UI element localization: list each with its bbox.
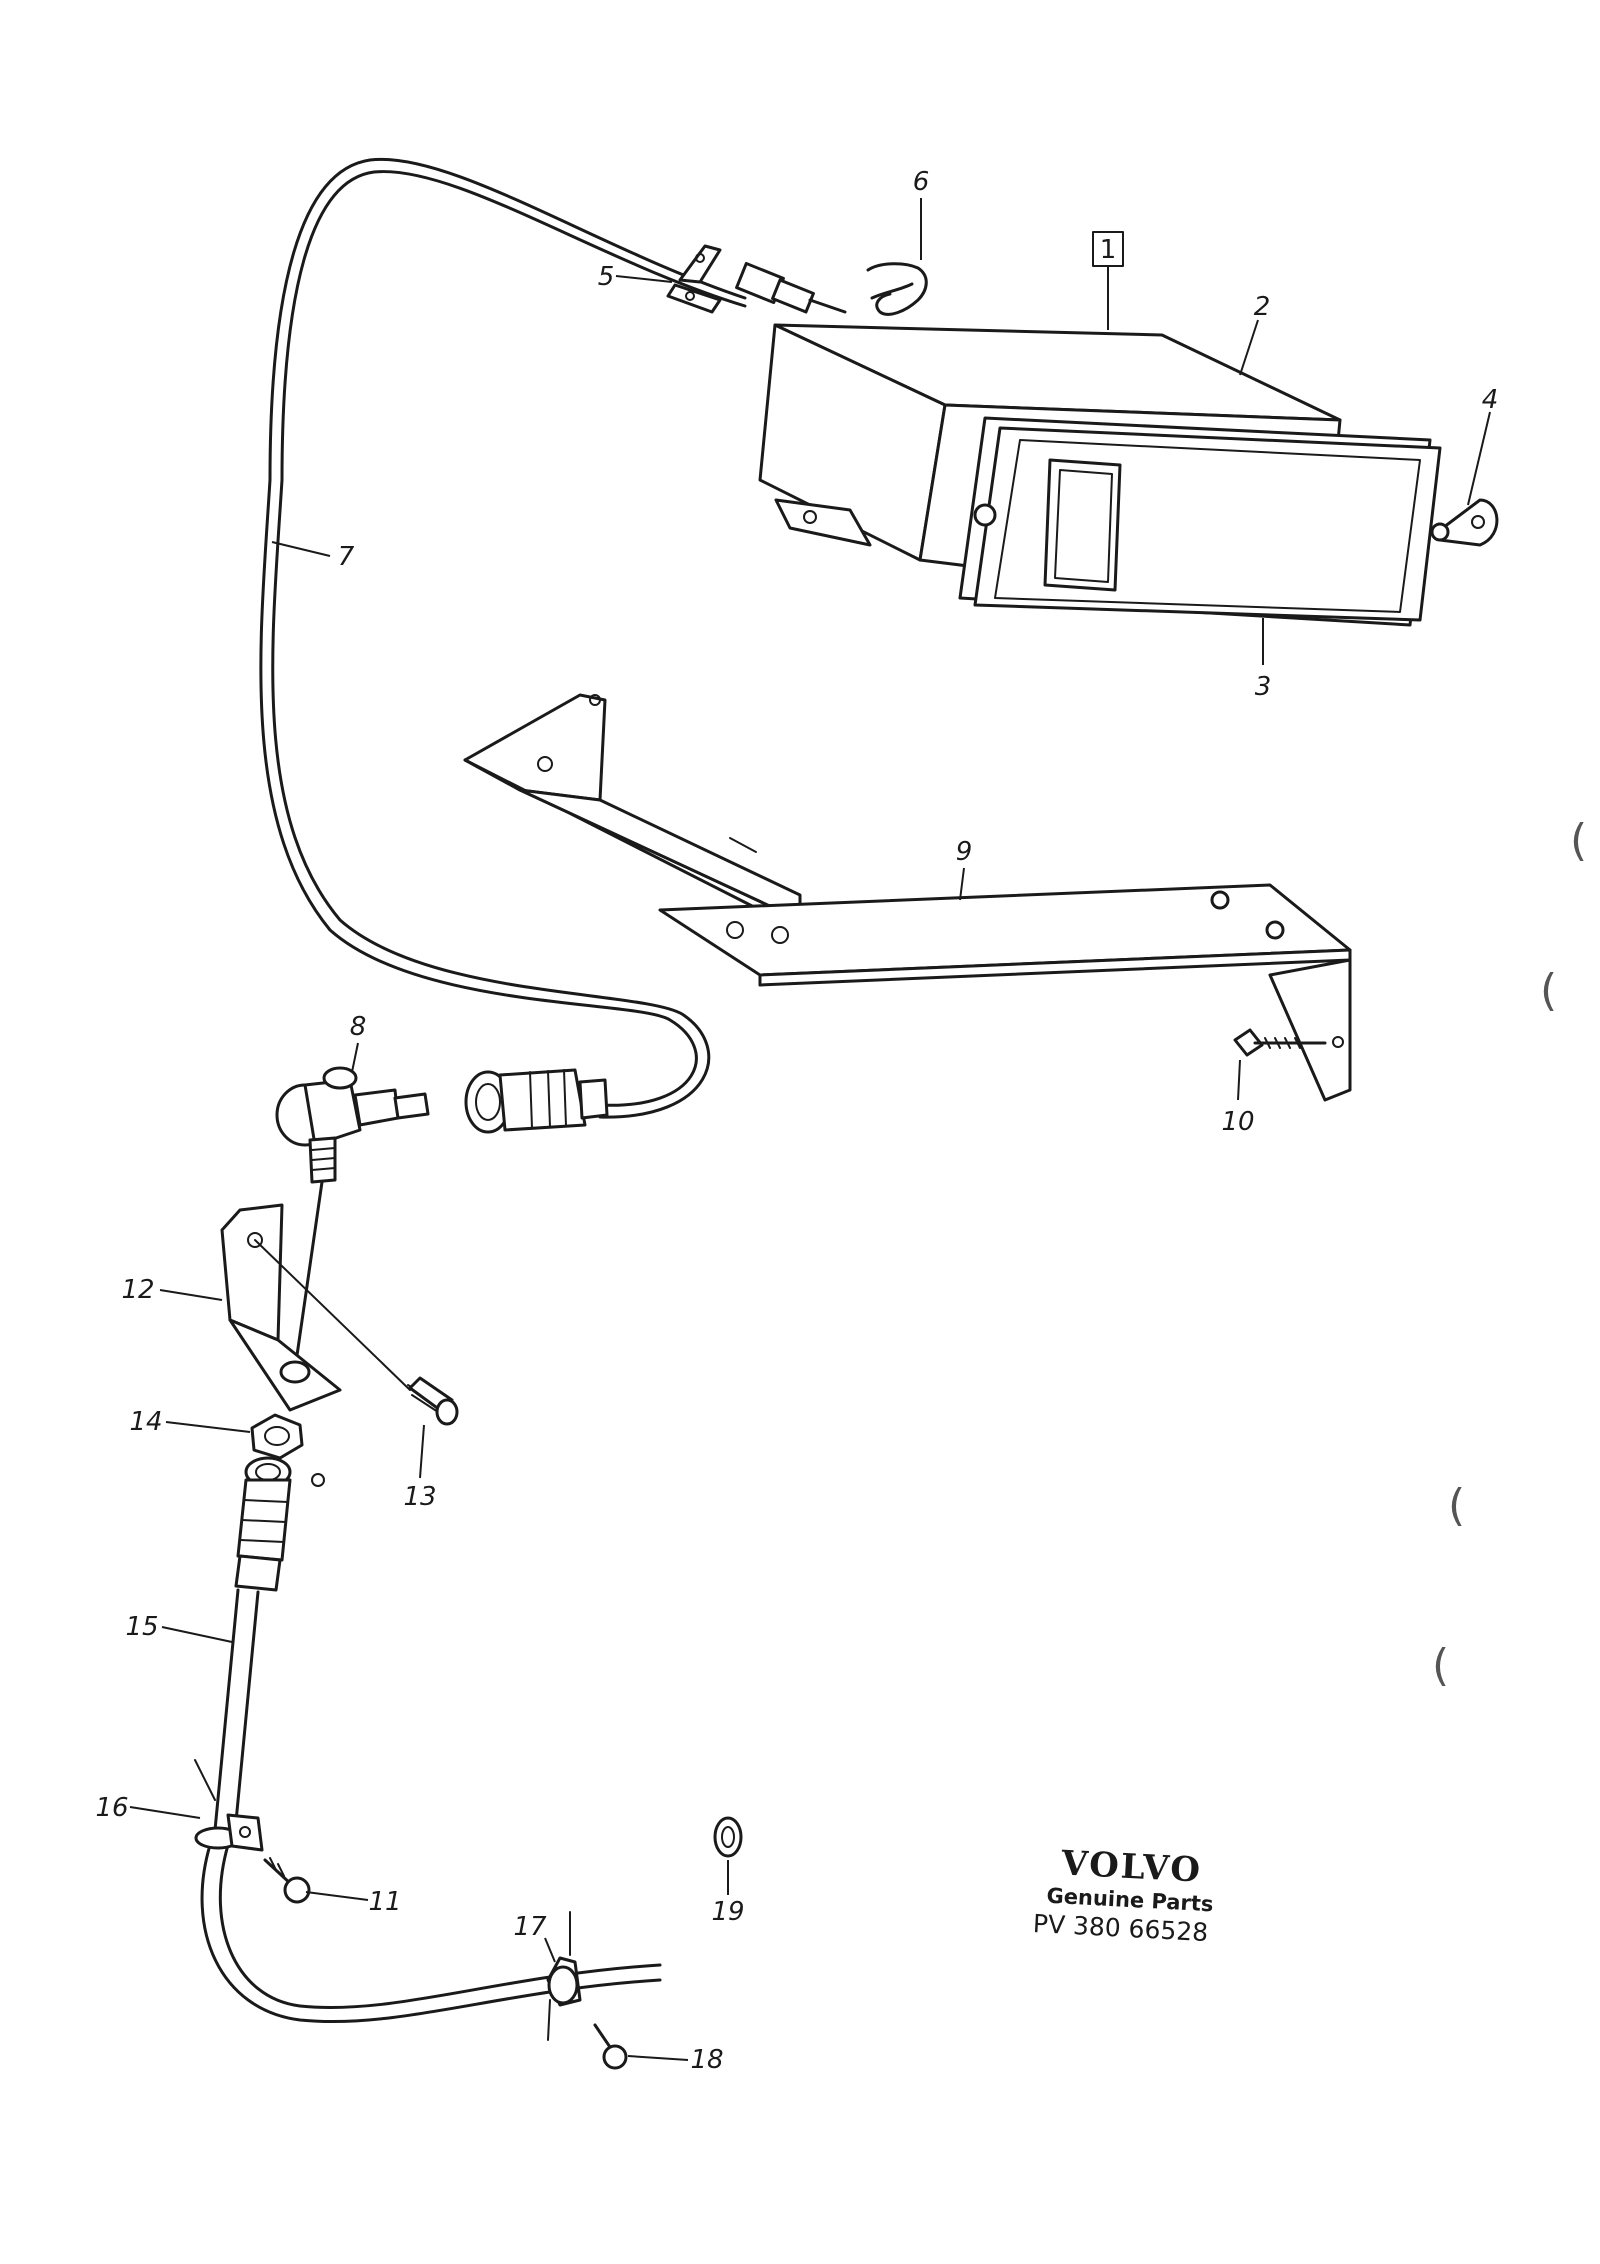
callout-19: 19	[711, 1897, 744, 1927]
bracket-4	[1430, 498, 1499, 547]
clip-6	[866, 262, 928, 316]
margin-marks: ( ( ( (	[1432, 815, 1587, 1691]
callout-12: 12	[121, 1275, 154, 1305]
screw-11	[263, 1857, 311, 1904]
volvo-brand-block: VOLVO Genuine Parts PV 380 66528	[1032, 1843, 1214, 1947]
clamp-17	[546, 1911, 582, 2041]
callout-10: 10	[1221, 1107, 1254, 1137]
cable-nut-connector	[464, 1068, 609, 1134]
callout-11: 11	[368, 1887, 401, 1917]
angle-fitting-8	[275, 1066, 430, 1392]
callout-6: 6	[913, 167, 930, 197]
screw-13	[407, 1376, 459, 1426]
callout-15: 15	[125, 1612, 158, 1642]
group-reference-box: 1	[1092, 231, 1124, 330]
margin-mark-4: (	[1432, 1640, 1449, 1691]
callout-17: 17	[513, 1912, 547, 1942]
margin-mark-1: (	[1570, 815, 1587, 866]
group-box-label: 1	[1100, 235, 1117, 265]
cable-15	[200, 1456, 662, 2024]
callout-5: 5	[598, 262, 615, 292]
callout-4: 4	[1482, 385, 1499, 415]
angle-bracket-12	[220, 1203, 411, 1412]
control-unit-2	[758, 323, 1342, 562]
callout-8: 8	[350, 1012, 367, 1042]
callout-7: 7	[338, 542, 355, 572]
cable-end-connector	[735, 261, 847, 314]
mounting-bracket-9	[463, 693, 1352, 1102]
screw-10	[1233, 1028, 1327, 1057]
washer-19	[713, 1816, 743, 1858]
callout-labels: 2 3 4 5 6 7 8 9 10 11 12 13 14 15 16 17 …	[95, 167, 1498, 2075]
leader-lines	[129, 198, 1491, 2061]
brand-logo: VOLVO	[1059, 1843, 1203, 1890]
screw-18	[593, 2023, 628, 2070]
nut-14	[250, 1413, 325, 1487]
front-panel-3	[918, 403, 1442, 627]
callout-2: 2	[1254, 292, 1271, 322]
margin-mark-3: (	[1448, 1480, 1465, 1531]
cable-7	[259, 157, 847, 1119]
callout-3: 3	[1255, 672, 1272, 702]
callout-14: 14	[129, 1407, 162, 1437]
callout-13: 13	[403, 1482, 436, 1512]
cable-clamp-5	[666, 244, 722, 314]
clamp-16	[194, 1759, 264, 1852]
callout-9: 9	[956, 837, 973, 867]
callout-16: 16	[95, 1793, 128, 1823]
callout-18: 18	[690, 2045, 723, 2075]
margin-mark-2: (	[1540, 965, 1557, 1016]
